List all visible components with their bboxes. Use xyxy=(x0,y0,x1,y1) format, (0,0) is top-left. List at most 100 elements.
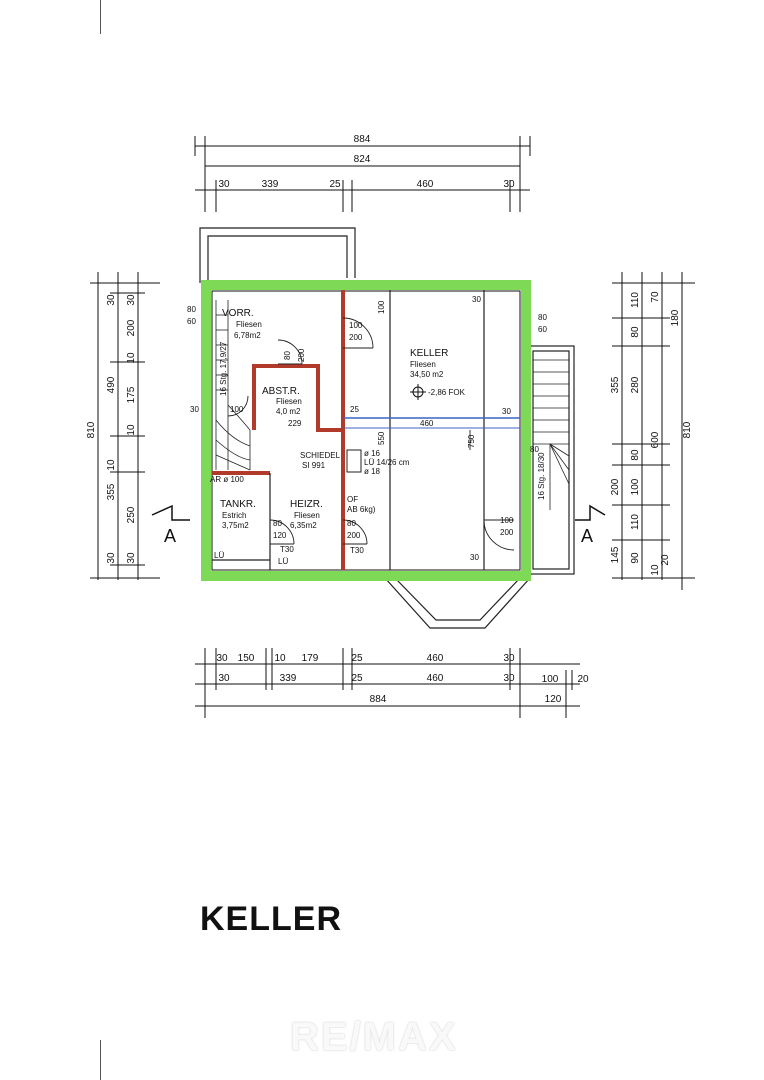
dim-30-keller-top: 30 xyxy=(472,295,481,304)
right-dim-mid-2: 70 xyxy=(650,291,661,303)
dim-30-left: 30 xyxy=(190,405,199,414)
door-keller-height: 200 xyxy=(349,333,363,342)
right-dim-mid-5: 355 xyxy=(610,376,621,393)
window-right-height: 60 xyxy=(538,325,547,334)
chimney-d1: ø 16 xyxy=(364,449,381,458)
building-outline xyxy=(199,227,575,629)
vent-ar: AR ø 100 xyxy=(210,475,244,484)
left-stair xyxy=(215,300,251,471)
right-dim-mid-9: 200 xyxy=(610,478,621,495)
window-left-width: 80 xyxy=(187,305,196,314)
left-dim-inner-1: 30 xyxy=(126,294,137,306)
door-tankr-width: 80 xyxy=(273,519,282,528)
window-right-width: 80 xyxy=(538,313,547,322)
left-dim-mid-5: 30 xyxy=(106,552,117,564)
dim-100-keller: 100 xyxy=(377,300,386,314)
dim-550: 550 xyxy=(377,431,386,445)
partition-walls xyxy=(212,290,345,570)
right-dim-mid-11: 110 xyxy=(630,514,641,530)
right-dim-outer: 810 xyxy=(682,421,693,438)
top-dim-seg-2: 339 xyxy=(262,179,279,190)
room-vorr-name: VORR. xyxy=(222,308,254,319)
abstr-dim-depth: 229 xyxy=(288,419,302,428)
door-heizr-width: 80 xyxy=(347,519,356,528)
vent-lu-right: LÜ xyxy=(278,557,288,566)
section-label-right: A xyxy=(581,526,593,546)
window-left-height: 60 xyxy=(187,317,196,326)
left-dim-inner-6: 250 xyxy=(126,506,137,523)
left-dim-inner-7: 30 xyxy=(126,552,137,564)
bottom-dim-r2-1: 30 xyxy=(218,673,230,684)
room-abstr-area: 4,0 m2 xyxy=(276,407,301,416)
left-dim-mid-3: 10 xyxy=(106,459,117,471)
chimney-lu: LÜ 14/26 cm xyxy=(364,458,410,467)
top-dim-inner: 824 xyxy=(354,154,371,165)
bottom-dim-r2-5: 30 xyxy=(503,673,515,684)
right-dim-mid-1: 110 xyxy=(630,292,641,308)
abstr-dim-width: 100 xyxy=(230,405,244,414)
fire-door-heizr: T30 xyxy=(280,545,294,554)
level-note: -2,86 FOK xyxy=(428,388,466,397)
right-dim-mid-6: 280 xyxy=(630,376,641,393)
room-heizr-name: HEIZR. xyxy=(290,499,323,510)
left-dim-mid-2: 490 xyxy=(106,376,117,393)
page-edge-mark-top xyxy=(100,0,101,34)
oven-ab: AB 6kg) xyxy=(347,505,376,514)
right-dim-mid-14: 10 xyxy=(650,564,661,576)
bottom-dim-r1-1: 30 xyxy=(216,653,228,664)
bottom-dim-r2-2: 339 xyxy=(280,673,297,684)
room-abstr-floor: Fliesen xyxy=(276,397,302,406)
left-dim-mid-1: 30 xyxy=(106,294,117,306)
room-keller-floor: Fliesen xyxy=(410,360,436,369)
door-swings xyxy=(227,317,515,551)
chimney-d2: ø 18 xyxy=(364,467,381,476)
room-tankr-name: TANKR. xyxy=(220,499,256,510)
room-vorr-area: 6,78m2 xyxy=(234,331,261,340)
top-dim-seg-4: 460 xyxy=(417,179,434,190)
room-keller-name: KELLER xyxy=(410,348,448,359)
level-marker-icon xyxy=(410,384,426,400)
left-dim-mid-4: 355 xyxy=(106,483,117,500)
bottom-dim-r1-2: 150 xyxy=(238,653,255,664)
room-vorr-floor: Fliesen xyxy=(236,320,262,329)
bottom-dim-r1-8: 100 xyxy=(542,674,559,685)
outer-walls xyxy=(201,280,531,581)
door-abstr-width: 80 xyxy=(283,351,292,360)
room-abstr-name: ABST.R. xyxy=(262,386,300,397)
section-mark-left xyxy=(151,504,190,521)
bottom-dim-r2-4: 460 xyxy=(427,673,444,684)
left-dim-inner-5: 10 xyxy=(126,424,137,436)
fire-door-keller: T30 xyxy=(350,546,364,555)
right-dim-mid-15: 20 xyxy=(660,554,671,566)
door-abstr-height: 200 xyxy=(297,348,306,362)
bottom-dim-r1-5: 25 xyxy=(351,653,363,664)
section-mark-right xyxy=(575,504,606,521)
room-heizr-area: 6,35m2 xyxy=(290,521,317,530)
plan-title: KELLER xyxy=(200,900,342,938)
door-stair-width: 100 xyxy=(500,516,514,525)
room-keller-area: 34,50 m2 xyxy=(410,370,444,379)
right-dim-mid-8: 80 xyxy=(630,449,641,461)
section-label-left: A xyxy=(164,526,176,546)
bottom-dim-r1-3: 10 xyxy=(274,653,286,664)
right-dim-mid-3: 180 xyxy=(670,309,681,326)
page-edge-mark-bottom xyxy=(100,1040,101,1080)
room-heizr-floor: Fliesen xyxy=(294,511,320,520)
bottom-dim-overall: 884 xyxy=(370,694,387,705)
right-dim-mid-10: 100 xyxy=(630,478,641,495)
door-heizr-height: 200 xyxy=(347,531,361,540)
dim-30-keller-bottom: 30 xyxy=(470,553,479,562)
top-dim-overall: 884 xyxy=(354,134,371,145)
watermark: RE/MAX xyxy=(290,1015,458,1059)
door-stair-height: 200 xyxy=(500,528,514,537)
top-dim-seg-1: 30 xyxy=(218,179,230,190)
bottom-dim-r2-3: 25 xyxy=(351,673,363,684)
left-dim-inner-4: 175 xyxy=(126,386,137,403)
bottom-dim-r1-7: 30 xyxy=(503,653,515,664)
bottom-dimensions xyxy=(195,648,580,718)
chimney-type: SI 991 xyxy=(302,461,326,470)
left-dim-inner-3: 10 xyxy=(126,352,137,364)
stair-right-label: 16 Stg. 18/30 xyxy=(537,452,546,500)
right-dim-mid-7: 600 xyxy=(650,431,661,448)
